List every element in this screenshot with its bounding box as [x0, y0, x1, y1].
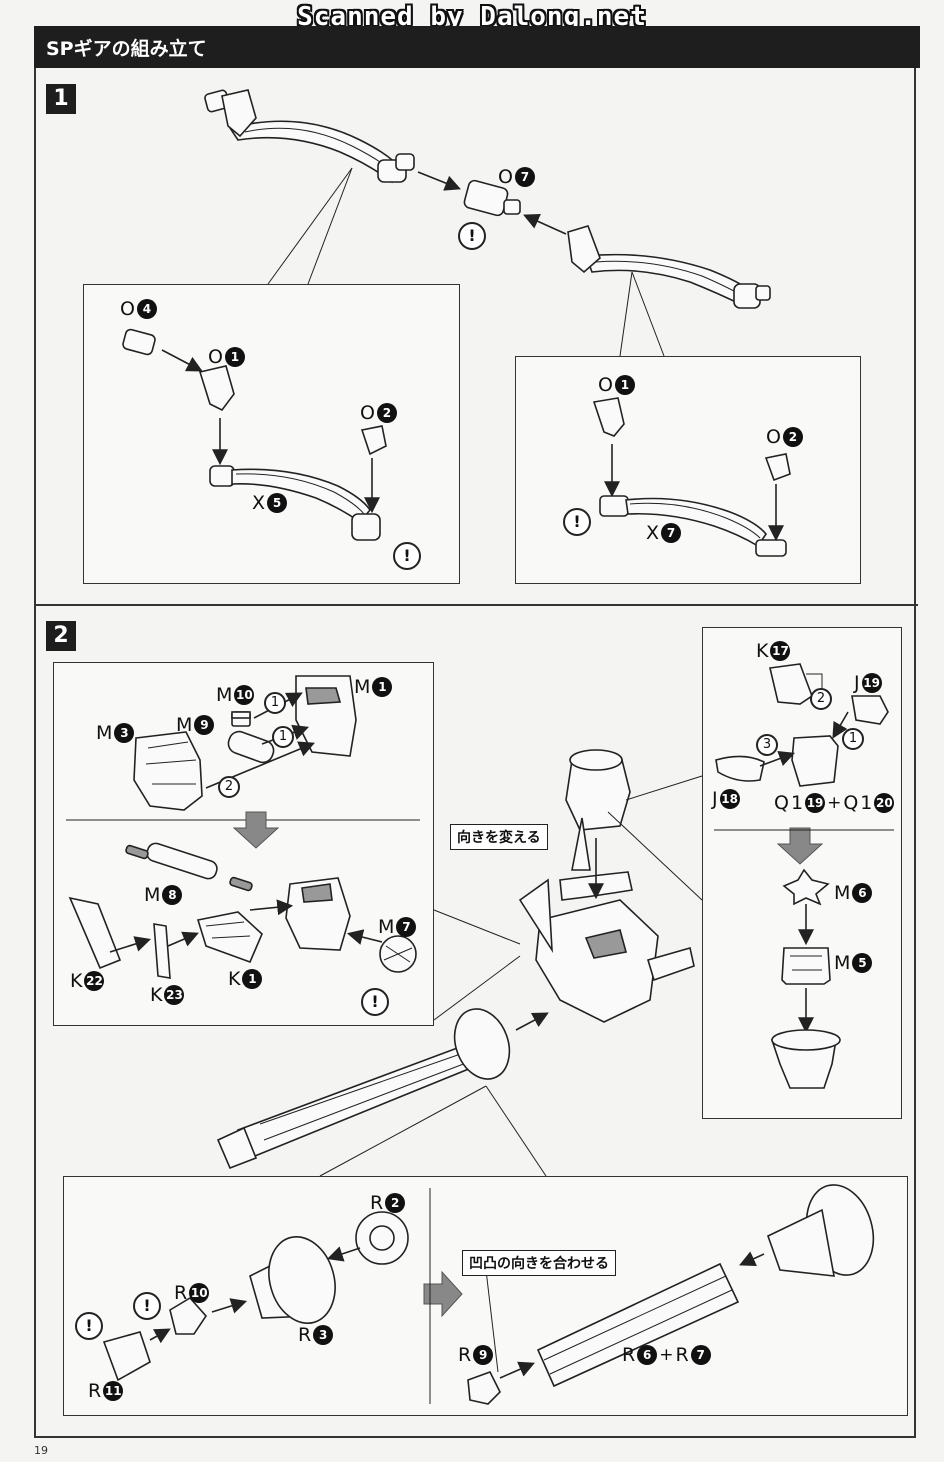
step1-right-assembly — [592, 397, 791, 557]
page-number: 19 — [34, 1444, 48, 1457]
caution-icon: ! — [458, 222, 486, 250]
order-number: 1 — [842, 728, 864, 750]
step2-central-gear — [216, 749, 695, 1170]
order-number: 2 — [810, 688, 832, 710]
caution-icon: ! — [361, 988, 389, 1016]
step1-left-assembly — [122, 328, 387, 541]
step2-right-arrow-bottom — [423, 1270, 463, 1318]
step-number-1: 1 — [46, 84, 76, 114]
step-divider — [34, 604, 918, 606]
order-number: 1 — [264, 692, 286, 714]
step2-bottom-assembly — [102, 1184, 875, 1405]
section-header: SPギアの組み立て — [34, 26, 920, 68]
step2-down-arrow-right — [776, 827, 824, 865]
order-number: 1 — [272, 726, 294, 748]
step2-left-assembly — [66, 675, 420, 979]
callout-turn-direction: 向きを変える — [450, 824, 548, 850]
step2-right-assembly — [714, 663, 894, 1089]
caution-icon: ! — [563, 508, 591, 536]
instruction-frame — [34, 68, 916, 1438]
caution-icon: ! — [75, 1312, 103, 1340]
step1-right-inset — [515, 356, 861, 584]
gear-arm-right — [567, 225, 771, 309]
callout-align-notches: 凹凸の向きを合わせる — [462, 1250, 616, 1276]
section-title: SPギアの組み立て — [46, 38, 207, 60]
gear-arm-left — [204, 89, 415, 184]
step-number-2: 2 — [46, 621, 76, 651]
caution-icon: ! — [393, 542, 421, 570]
step2-down-arrow-left — [232, 811, 280, 849]
step1-left-inset — [83, 284, 460, 584]
caution-icon: ! — [133, 1292, 161, 1320]
order-number: 3 — [756, 734, 778, 756]
order-number: 2 — [218, 776, 240, 798]
joint-part-o7 — [463, 179, 521, 217]
